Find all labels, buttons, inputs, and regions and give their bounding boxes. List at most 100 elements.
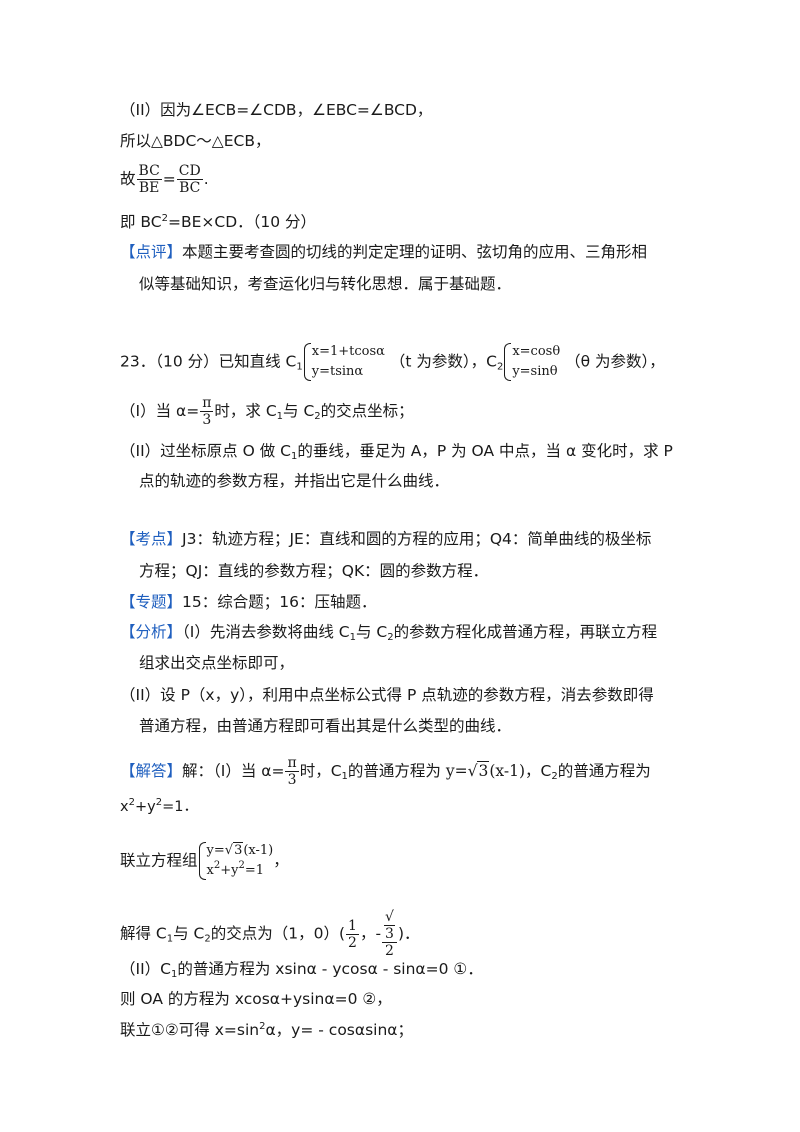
- text: +y: [220, 863, 239, 878]
- system-joint: y=√3(x-1)x2+y2=1: [198, 841, 274, 881]
- text: 与 C: [173, 924, 205, 943]
- sup: 2: [161, 213, 168, 224]
- sub: 2: [314, 411, 321, 422]
- sub: 2: [204, 933, 211, 945]
- kaodian-line-1: 【考点】J3：轨迹方程；JE：直线和圆的方程的应用；Q4：简单曲线的极坐标: [120, 528, 651, 550]
- zhuanti-line: 【专题】15：综合题；16：压轴题．: [120, 591, 376, 613]
- system-c1: x=1+tcosα y=tsinα: [303, 342, 385, 382]
- sub: 1: [290, 451, 298, 462]
- text: (x-1): [243, 843, 274, 858]
- text: y=: [445, 762, 468, 780]
- sub: 1: [296, 361, 303, 373]
- fraction-numerator: π: [285, 755, 299, 772]
- line-ii-angles: （II）因为∠ECB=∠CDB，∠EBC=∠BCD，: [120, 101, 433, 119]
- text: 联立①②可得 x=sin: [120, 1021, 260, 1039]
- fraction-denominator: BE: [138, 180, 160, 196]
- comment-line-2: 似等基础知识，考查运化归与转化思想．属于基础题．: [139, 275, 512, 293]
- sup: 2: [238, 860, 245, 871]
- text: （t 为参数），C: [389, 352, 497, 371]
- text: y=: [206, 843, 225, 858]
- sqrt-radicand: 3: [477, 761, 490, 780]
- sub: 2: [496, 361, 504, 373]
- system-row: x=1+tcosα: [311, 344, 385, 359]
- jieda-tag: 【解答】: [120, 762, 183, 780]
- text: 的普通方程为: [347, 762, 446, 780]
- sub: 2: [551, 771, 558, 782]
- text: )．: [397, 924, 420, 943]
- text: 解得 C: [120, 924, 167, 943]
- text: 的垂线，垂足为 A，P 为 OA 中点，当 α 变化时，求 P: [297, 442, 673, 460]
- equals: =: [162, 170, 176, 188]
- circle-equation: x2+y2=1．: [120, 796, 198, 818]
- comment-tag: 【点评】: [120, 243, 183, 261]
- kaodian-tag: 【考点】: [120, 530, 183, 548]
- sup: 2: [155, 797, 163, 808]
- text: 时，求 C: [214, 402, 277, 420]
- text: 解：（I）当 α=: [182, 762, 285, 780]
- text: 的参数方程化成普通方程，再联立方程: [393, 623, 658, 641]
- kaodian-line-2: 方程；QJ：直线的参数方程；QK：圆的参数方程．: [139, 562, 489, 580]
- period: .: [203, 170, 209, 188]
- text: =1: [244, 863, 265, 878]
- sup: 2: [259, 1021, 266, 1032]
- system-row: y=tsinα: [311, 364, 364, 379]
- text: （I）先消去参数将曲线 C: [182, 623, 350, 641]
- text: 的普通方程为: [557, 762, 651, 780]
- sqrt-radicand: 3: [384, 925, 395, 942]
- text: ，-: [359, 924, 382, 943]
- system-c2: x=cosθ y=sinθ: [503, 342, 560, 382]
- part-ii-solution-1: （II）C1的普通方程为 xsinα - ycosα - sinα=0 ①．: [120, 958, 483, 980]
- part-ii-solution-3: 联立①②可得 x=sin2α，y= - cosαsinα；: [120, 1019, 413, 1041]
- fenxi-line-4: 普通方程，由普通方程即可看出其是什么类型的曲线．: [139, 717, 512, 735]
- fenxi-line-1: 【分析】（I）先消去参数将曲线 C1与 C2的参数方程化成普通方程，再联立方程: [120, 621, 657, 643]
- text: 的普通方程为 xsinα - ycosα - sinα=0 ①．: [177, 960, 483, 978]
- text: α，y= - cosαsinα；: [265, 1021, 414, 1039]
- sup: 2: [128, 797, 135, 808]
- sup: 2: [213, 860, 221, 871]
- part-ii-1: （II）过坐标原点 O 做 C1的垂线，垂足为 A，P 为 OA 中点，当 α …: [120, 440, 673, 462]
- fraction-numerator: 1: [346, 917, 359, 935]
- sub: 2: [387, 632, 394, 643]
- line-similar-triangles: 所以△BDC～△ECB，: [120, 132, 271, 150]
- fraction-numerator: √3: [382, 909, 397, 943]
- text: 的交点为（1，0）(: [210, 924, 346, 943]
- text: =BE×CD．（10 分）: [168, 213, 317, 231]
- text: （θ 为参数），: [565, 352, 665, 371]
- fenxi-line-3: （II）设 P（x，y），利用中点坐标公式得 P 点轨迹的参数方程，消去参数即得: [120, 686, 654, 704]
- kaodian-text: J3：轨迹方程；JE：直线和圆的方程的应用；Q4：简单曲线的极坐标: [182, 530, 652, 548]
- comment-text: 本题主要考查圆的切线的判定定理的证明、弦切角的应用、三角形相: [182, 243, 648, 261]
- sub: 1: [349, 632, 356, 643]
- fraction-numerator: CD: [176, 163, 203, 180]
- text: ，C: [525, 762, 552, 780]
- sub: 1: [166, 933, 174, 945]
- line-conclusion: 即 BC2=BE×CD．（10 分）: [120, 211, 316, 233]
- system-row: y=sinθ: [512, 364, 558, 379]
- zhuanti-text: 15：综合题；16：压轴题．: [182, 593, 377, 611]
- text: (x-1): [489, 762, 526, 780]
- text: +y: [134, 799, 156, 815]
- part-ii-solution-2: 则 OA 的方程为 xcosα+ysinα=0 ②，: [120, 990, 392, 1008]
- ratio-prefix: 故: [120, 170, 136, 188]
- fraction-denominator: BC: [179, 180, 201, 196]
- text: （I）当 α=: [120, 402, 200, 420]
- fenxi-tag: 【分析】: [120, 623, 183, 641]
- fraction-denominator: 3: [202, 412, 212, 428]
- equation-line-c1: y=√3(x-1): [445, 761, 526, 780]
- fenxi-line-2: 组求出交点坐标即可，: [139, 654, 295, 672]
- text: 时，C: [299, 762, 342, 780]
- system-row: x=cosθ: [512, 344, 561, 359]
- comment-line-1: 【点评】本题主要考查圆的切线的判定定理的证明、弦切角的应用、三角形相: [120, 241, 647, 263]
- text: 即 BC: [120, 213, 162, 231]
- fraction-numerator: BC: [136, 163, 162, 180]
